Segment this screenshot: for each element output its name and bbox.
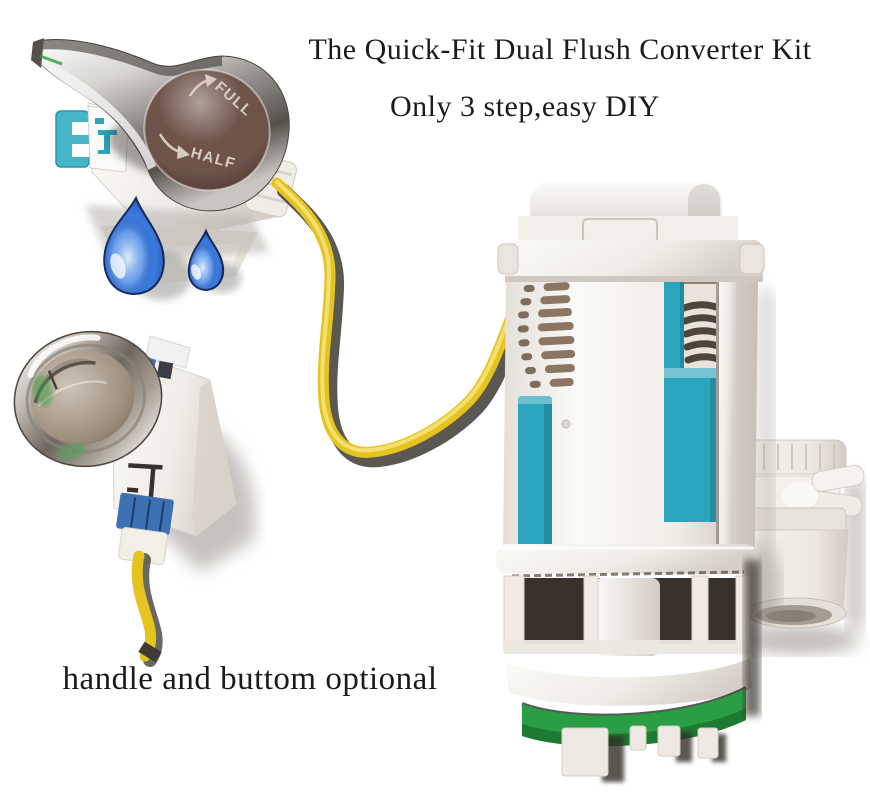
cap-notch: [582, 218, 658, 244]
valve-feet: [561, 725, 719, 777]
button-top-tab: [145, 335, 191, 369]
lever-underside-highlight: [37, 52, 156, 170]
nozzle-joint: [782, 482, 818, 510]
droplet-small-highlight: [191, 264, 201, 280]
window-jamb-shadow-line: [716, 262, 719, 544]
button-body-side-shade: [192, 380, 236, 536]
lever-top-edge: [37, 39, 222, 76]
cable-highlight: [274, 179, 519, 453]
bottom-disc: [505, 658, 752, 706]
clip-notch: [72, 122, 89, 135]
valve-window: [664, 262, 736, 544]
push-button-assembly: [13, 330, 256, 667]
collar-lug-left: [497, 243, 519, 275]
mount-clip-teal: [55, 110, 90, 168]
water-droplets: [103, 195, 241, 300]
window-right-jamb: [716, 262, 736, 544]
teal-float-shade: [710, 378, 718, 522]
lever-green-streak: [39, 54, 63, 66]
mount-plate-marks: [95, 118, 117, 154]
title-line2: Only 3 step,easy DIY: [390, 90, 660, 123]
body-dimple: [561, 419, 571, 429]
cage-inner-cylinder: [594, 578, 660, 656]
lever-face-rim: [143, 68, 271, 192]
cap-collar: [505, 240, 763, 282]
collar-lug-right: [739, 243, 765, 275]
button-t-mark: [126, 463, 163, 500]
title-line1: The Quick-Fit Dual Flush Converter Kit: [308, 33, 812, 66]
clip-notch: [72, 144, 89, 157]
button-bezel-rim: [25, 343, 146, 454]
valve-vent-slots: [517, 282, 576, 388]
lever-face-shading: [144, 69, 270, 191]
valve-right-shadow: [758, 290, 774, 550]
droplet-large-highlight: [110, 253, 126, 279]
collar-bottom-edge: [505, 276, 763, 282]
perforation-row: [511, 570, 745, 578]
button-cable-tip: [138, 641, 162, 663]
clip-teeth-lines: [130, 497, 165, 532]
gap-shadow: [744, 560, 760, 716]
valve-lower-section: [496, 544, 758, 782]
lever-tip-face: [31, 38, 44, 68]
teal-float-lip: [664, 368, 718, 378]
flush-valve: [496, 182, 780, 782]
link-cable: [271, 177, 532, 468]
bezel-top-highlight: [27, 334, 101, 379]
face-pin-reflection: [47, 370, 58, 390]
hose-nozzle-upper: [811, 464, 865, 492]
caption-optional-parts: handle and buttom optional: [62, 661, 438, 697]
interior-vent-slats: [680, 301, 722, 364]
half-arrow-head: [177, 145, 190, 159]
mid-flange: [496, 544, 758, 574]
valve-top-cap: [497, 182, 765, 282]
chrome-push-button: [13, 330, 163, 468]
full-arrow-head: [205, 74, 217, 87]
green-reflection: [57, 442, 87, 460]
flush-handle-assembly: FULL HALF: [31, 38, 297, 286]
side-opening-deep: [766, 610, 816, 622]
cage-mid-bar: [504, 640, 750, 654]
side-unit-ground-shadow: [740, 626, 860, 654]
clip-slot-dark: [156, 360, 174, 380]
valve-teal-panel-left: [518, 396, 552, 546]
green-reflection: [32, 375, 54, 407]
inner-teal-float: [664, 368, 718, 522]
